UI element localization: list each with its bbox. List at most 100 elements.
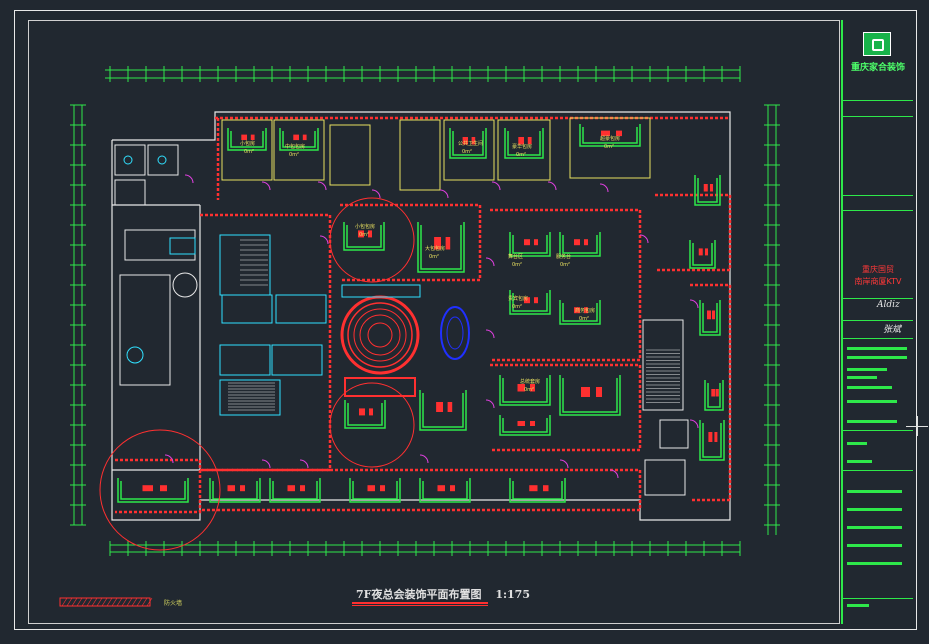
sofa — [117, 478, 189, 503]
room-area: 0m² — [512, 304, 522, 310]
door-swing — [261, 181, 271, 191]
coffee-table — [529, 485, 538, 492]
hatch-line — [126, 597, 133, 607]
tb-divider — [843, 430, 913, 431]
sofa-inner — [212, 481, 258, 500]
coffee-table — [574, 239, 580, 246]
tb-bar — [847, 400, 897, 403]
door-swing — [164, 454, 174, 464]
furniture — [117, 124, 725, 503]
project-line2: 南岸商厦KTV — [854, 277, 902, 286]
hatch-line — [81, 597, 88, 607]
room-label: 小包房 — [240, 140, 255, 147]
door-swing — [419, 454, 429, 464]
coffee-table — [227, 485, 235, 492]
coffee-table — [596, 387, 602, 397]
hatch-line — [71, 597, 78, 607]
project-name: 重庆国贸 南岸商厦KTV — [847, 264, 909, 288]
coffee-table — [517, 421, 525, 426]
coffee-table — [715, 389, 719, 397]
sofa-inner — [352, 481, 398, 500]
coffee-table — [524, 239, 530, 246]
hatch-line — [106, 597, 113, 607]
sofa-inner — [502, 378, 548, 403]
exterior-walls — [111, 111, 731, 521]
tb-bar — [847, 490, 902, 493]
sofa — [694, 175, 721, 206]
coffee-table — [517, 384, 525, 392]
sofa-inner — [692, 243, 713, 266]
room-area: 0m² — [289, 152, 299, 158]
sofa-inner — [512, 293, 548, 312]
coffee-table — [703, 184, 708, 192]
coffee-table — [524, 297, 530, 304]
tb-bar — [847, 347, 907, 350]
coffee-table — [714, 432, 718, 442]
room-area: 0m² — [512, 262, 522, 268]
tb-divider — [843, 100, 913, 101]
coffee-table — [471, 137, 476, 145]
door-swing — [371, 189, 381, 199]
crosshair-cursor-icon — [917, 416, 918, 436]
project-line1: 重庆国贸 — [862, 265, 894, 274]
tb-bar — [847, 604, 869, 607]
door-swing — [485, 399, 495, 409]
coffee-table — [711, 389, 716, 397]
coffee-table — [616, 130, 622, 137]
door-swing — [485, 329, 495, 339]
tb-divider — [843, 298, 913, 299]
sheet-outer-border — [14, 10, 917, 630]
room-area: 0m² — [560, 262, 570, 268]
coffee-table — [293, 134, 299, 141]
room-area: 0m² — [524, 387, 534, 393]
coffee-table — [574, 307, 580, 314]
stage — [340, 284, 470, 397]
legend-hatch-lines — [61, 597, 153, 607]
room-area: 0m² — [604, 144, 614, 150]
room-area: 0m² — [244, 149, 254, 155]
drawing-title-text: 7F夜总会装饰平面布置图 — [356, 588, 482, 601]
tb-bar — [847, 356, 907, 359]
coffee-table — [534, 297, 538, 304]
coffee-table — [240, 485, 245, 492]
room-label: 商务包房 — [575, 307, 595, 314]
door-swing — [559, 459, 569, 469]
hatch-line — [131, 597, 138, 607]
drawing-scale: 1:175 — [495, 588, 530, 601]
fire-walls — [115, 116, 732, 514]
sofa-inner — [230, 131, 264, 148]
room-area: 0m² — [516, 152, 526, 158]
sofa-inner — [562, 235, 598, 254]
sofa — [579, 124, 641, 147]
door-swing — [485, 257, 495, 267]
coffee-table — [241, 134, 247, 141]
sofa — [343, 222, 385, 251]
door-swing — [184, 174, 194, 184]
sofa-inner — [452, 131, 484, 156]
hatch-line — [91, 597, 98, 607]
room-label: 公共卫生间 — [458, 140, 483, 147]
tb-divider — [843, 210, 913, 211]
sofa-inner — [347, 403, 383, 426]
title-block: 重庆家合装饰 重庆国贸 南岸商厦KTV Aldiz 张斌 — [841, 20, 913, 624]
door-swing — [689, 299, 699, 309]
tb-divider — [843, 470, 913, 471]
company-name: 重庆家合装饰 — [850, 63, 905, 73]
sofa-inner — [120, 481, 186, 500]
coffee-table — [530, 384, 535, 392]
coffee-table — [368, 230, 372, 238]
legend-label: 防火墙 — [164, 600, 183, 607]
room-area: 0m² — [359, 232, 369, 238]
left-zone — [114, 144, 198, 386]
hatch-line — [141, 597, 148, 607]
coffee-table — [705, 248, 708, 256]
tb-bar — [847, 368, 887, 371]
tb-bar — [847, 526, 902, 529]
door-swing — [439, 189, 449, 199]
hatch-line — [61, 597, 68, 607]
coffee-table — [445, 237, 451, 250]
coffee-table — [250, 134, 255, 141]
sofa — [349, 478, 401, 503]
sofa — [227, 128, 267, 151]
room-label: 贵宾包房 — [508, 295, 528, 302]
